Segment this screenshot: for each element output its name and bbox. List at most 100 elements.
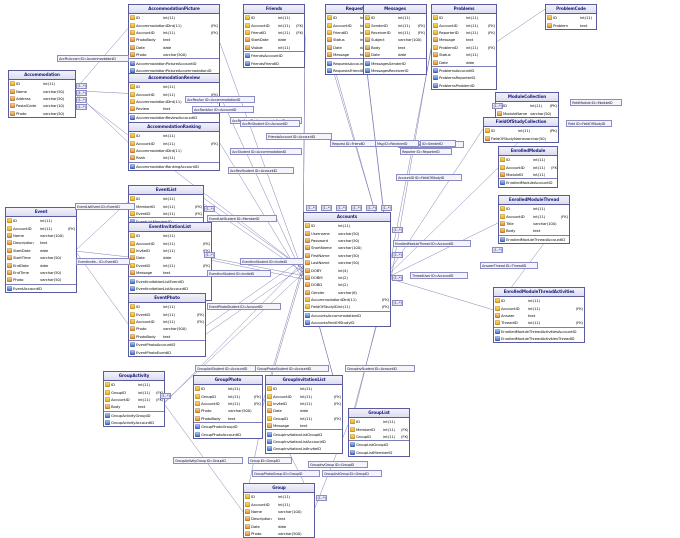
relationship-label[interactable]: AccStudent ID=AccommodationID bbox=[230, 148, 302, 155]
column-icon bbox=[267, 408, 272, 414]
relationship-label[interactable]: AccRevAcc ID=AccommodationID bbox=[185, 96, 255, 103]
column-icon bbox=[305, 252, 310, 258]
relationship-label[interactable]: FieldModule ID=ModuleID bbox=[570, 99, 622, 106]
entity-table-groupactivity[interactable]: GroupActivityIDint(11)GroupIDint(11)(FK)… bbox=[103, 371, 165, 428]
relationship-label[interactable]: EventInvite... ID=EventID bbox=[76, 258, 130, 265]
field-name: Message bbox=[439, 37, 456, 43]
primary-key-icon bbox=[195, 386, 200, 392]
relationship-label[interactable]: AnswerThread ID=ThreadID bbox=[480, 262, 538, 269]
relationship-label[interactable]: EventListStudent ID=MemberID bbox=[207, 215, 277, 222]
field-name: Photo bbox=[136, 52, 147, 58]
relationship-label[interactable]: AccPicAccom ID=AccommodationID bbox=[57, 55, 129, 62]
field-key-flag: (FK) bbox=[253, 400, 261, 406]
relationship-label[interactable]: Field ID=FieldOfStudyID bbox=[566, 120, 612, 127]
field-name: ID bbox=[136, 304, 140, 310]
relationship-label[interactable]: EventListEvent ID=EventID bbox=[75, 203, 135, 210]
index-icon bbox=[130, 349, 135, 355]
relationship-label[interactable]: ThreadUser ID=AccountID bbox=[410, 272, 468, 279]
field-type: int(11) bbox=[518, 128, 531, 134]
field-name: AccountID bbox=[136, 240, 155, 246]
relationship-label[interactable]: GroupActivityGroup ID=GroupID bbox=[173, 457, 243, 464]
column-icon bbox=[433, 52, 438, 58]
field-name: LastName bbox=[311, 260, 330, 266]
field-type: text bbox=[138, 404, 146, 410]
relationship-label[interactable]: Group ID=GroupID bbox=[248, 457, 292, 464]
column-icon bbox=[305, 282, 310, 288]
relationship-label[interactable]: EnrolledModuleThread ID=AccountID bbox=[393, 240, 471, 247]
primary-key-icon bbox=[195, 393, 200, 399]
relationship-label[interactable]: AccRevStudent ID=AccountID bbox=[228, 167, 294, 174]
relationship-label[interactable]: GroupPhotoGroup ID=GroupID bbox=[252, 470, 320, 477]
field-type: varchar(50) bbox=[43, 88, 65, 94]
field-type: date bbox=[163, 44, 172, 50]
relationship-label[interactable]: Msg ID=ReceiverID bbox=[375, 140, 419, 147]
relationship-label[interactable]: GroupInvStudent ID=AccountID bbox=[345, 365, 415, 372]
relationship-label[interactable]: AccRankAcc ID=AccountID bbox=[192, 106, 254, 113]
relationship-label[interactable]: ID=SenderID bbox=[420, 140, 456, 147]
relationship-label[interactable]: GroupInvGroup ID=GroupID bbox=[308, 461, 368, 468]
relationship-label[interactable]: AccPicStudent ID=AccountID bbox=[240, 120, 300, 127]
field-type: int(11) bbox=[398, 15, 411, 21]
relationship-label[interactable]: EventPhotoStudent ID=AccountID bbox=[207, 303, 281, 310]
relationship-label[interactable]: Reporter ID=ReporterID bbox=[400, 148, 452, 155]
primary-key-icon bbox=[105, 396, 110, 402]
index-icon bbox=[495, 328, 500, 334]
field-type: int(11) bbox=[163, 210, 176, 216]
field-name: Message bbox=[333, 52, 350, 58]
column-icon bbox=[245, 44, 250, 50]
table-index: GroupListGroupID bbox=[349, 441, 409, 448]
relationship-label[interactable]: AccountID ID=FieldOfStudyID bbox=[396, 174, 462, 181]
relationship-label[interactable]: EventInvStudent ID=InviteID bbox=[207, 270, 271, 277]
table-title: GroupList bbox=[349, 409, 409, 418]
field-type: varchar(50) bbox=[338, 230, 360, 236]
field-name: ID bbox=[439, 15, 443, 21]
cardinality-marker: (1..*) bbox=[76, 83, 88, 89]
relationship-label[interactable]: GroupPhotoStudent ID=AccountID bbox=[255, 365, 329, 372]
relationship-label[interactable]: FriendsAccount ID=AccountID bbox=[266, 133, 332, 140]
relationship-label[interactable]: GroupListGroup ID=GroupID bbox=[322, 470, 382, 477]
table-index: EventInvitationListAccountID bbox=[129, 285, 211, 292]
primary-key-icon bbox=[130, 311, 135, 317]
relationship-label[interactable]: Request ID=FriendID bbox=[330, 140, 378, 147]
relationship-label[interactable]: EventInvStudent ID=InviteID bbox=[240, 258, 304, 265]
field-name: Problem bbox=[553, 22, 568, 28]
primary-key-icon bbox=[305, 223, 310, 229]
field-name: ID bbox=[16, 81, 20, 87]
table-title: ProblemCode bbox=[546, 5, 596, 14]
